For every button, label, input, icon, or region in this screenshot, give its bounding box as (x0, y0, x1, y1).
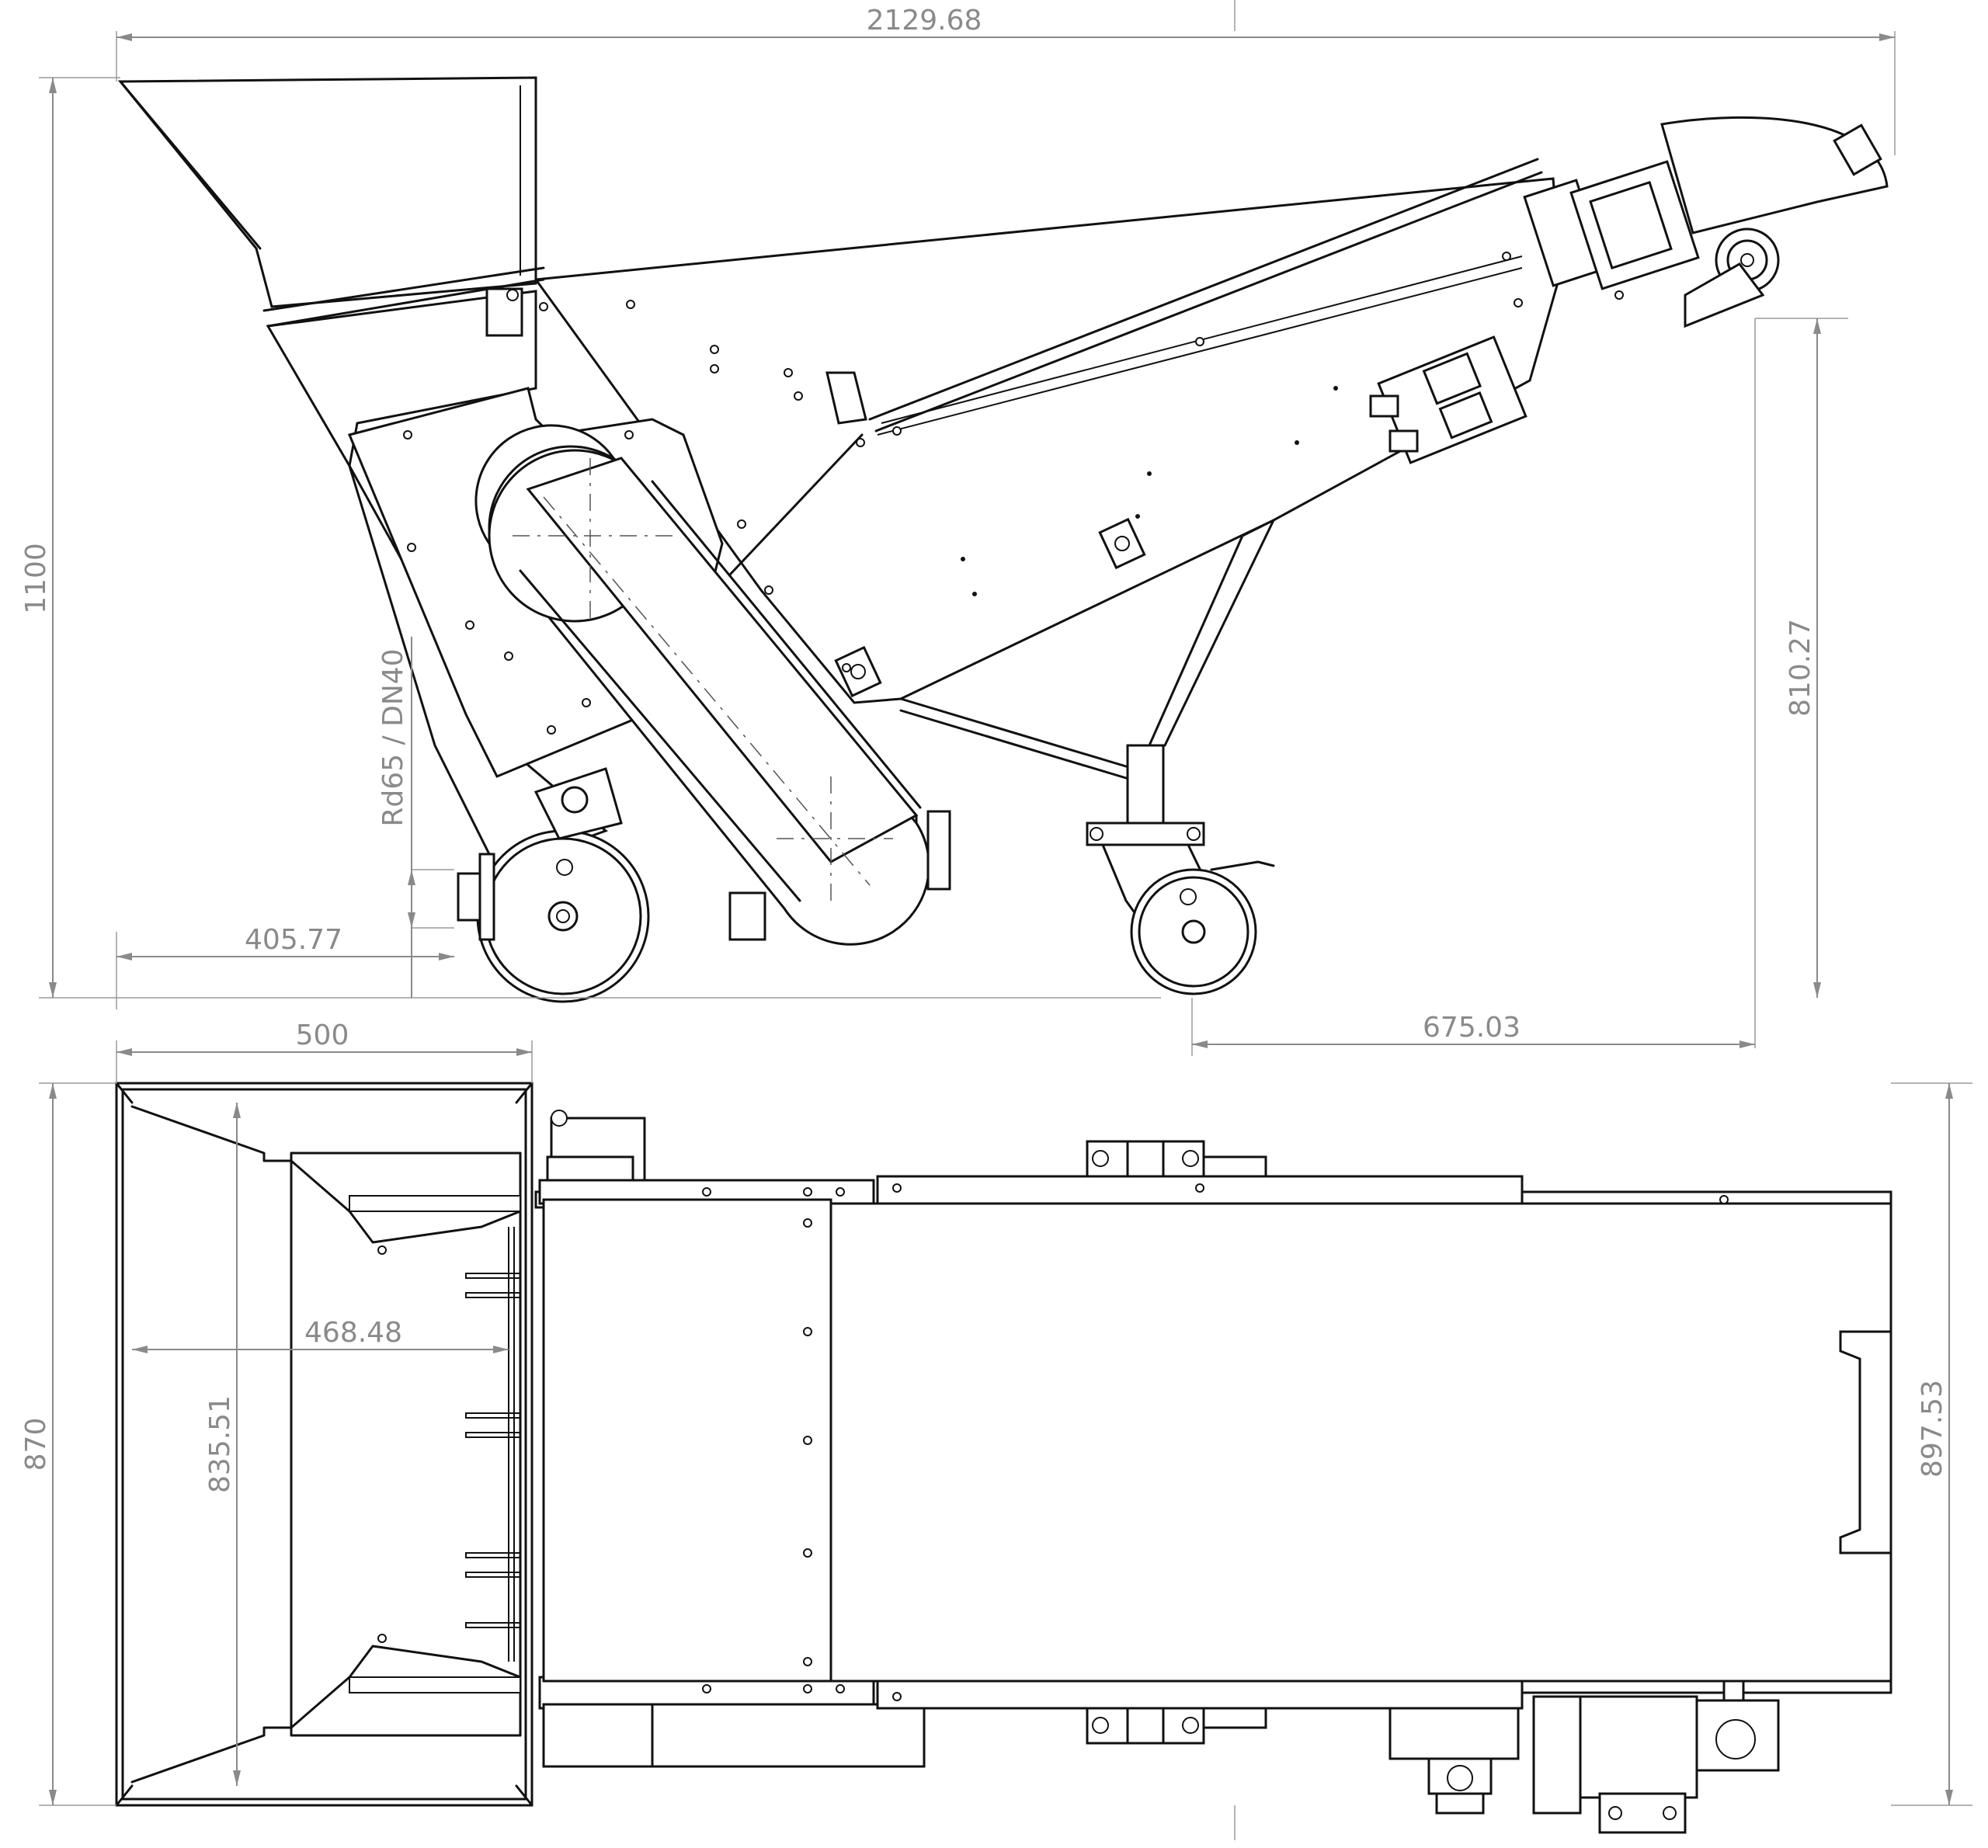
dim-castor-offset: 675.03 (1423, 1012, 1521, 1044)
motor-top (1523, 116, 1889, 328)
gearbox (1369, 335, 1527, 464)
dimension-lines: 2129.68 1100 405.77 Rd65 / DN40 810.27 6… (20, 0, 1972, 1840)
dim-overall-width: 870 (20, 1418, 52, 1471)
conveyor-plan (829, 1202, 1892, 1683)
dim-overall-length: 2129.68 (867, 5, 982, 36)
bolt-dots (403, 252, 1624, 735)
dim-overall-height: 1100 (20, 543, 52, 614)
castor-wheel (1130, 868, 1257, 995)
elevator-casing (474, 424, 930, 946)
motor-plan (1532, 1680, 1780, 1834)
hopper-teeth (465, 1227, 521, 1662)
side-view (117, 76, 1889, 1003)
handle (1839, 1330, 1892, 1554)
main-wheel (476, 829, 650, 1003)
dim-connection: Rd65 / DN40 (377, 648, 409, 826)
dim-hopper-offset: 405.77 (245, 924, 342, 956)
dim-hopper-width: 500 (296, 1020, 349, 1051)
hopper-plan (115, 1082, 533, 1807)
elevator-bolts (702, 1187, 845, 1693)
dim-hopper-inner-length: 835.51 (204, 1395, 236, 1493)
castor-post (1126, 744, 1165, 828)
elevator-plan (542, 1198, 832, 1683)
hopper-side (117, 76, 537, 308)
dim-frame-width: 897.53 (1917, 1380, 1948, 1478)
dim-outlet-height: 810.27 (1785, 619, 1816, 717)
top-view (115, 1082, 1892, 1834)
dim-hopper-inner-width: 468.48 (304, 1317, 402, 1349)
